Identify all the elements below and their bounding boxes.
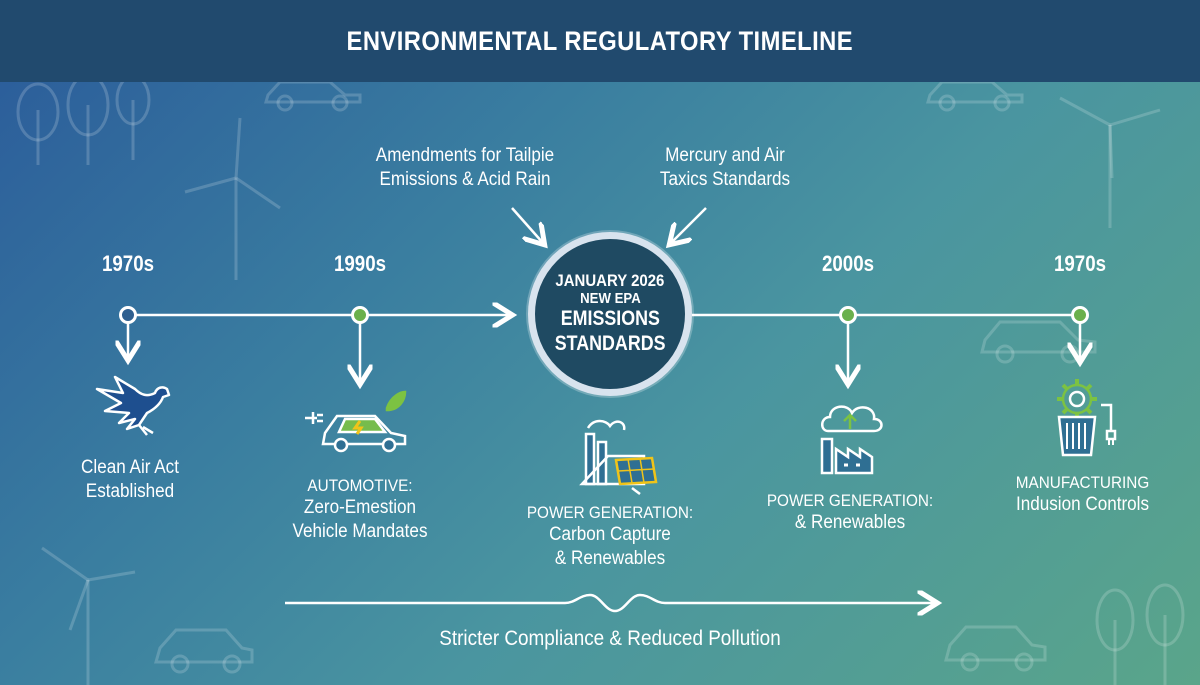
timeline-node — [351, 306, 369, 324]
wind-turbine-icon — [1059, 96, 1161, 228]
timeline-node — [839, 306, 857, 324]
center-subtitle: NEW EPA — [579, 289, 641, 307]
milestone-label-line: & Renewables — [794, 512, 906, 534]
bottom-caption: Stricter Compliance & Reduced Pollution — [439, 627, 781, 650]
factory-solar-icon — [579, 419, 658, 495]
milestone-year: 1970s — [101, 251, 155, 276]
annotation-right: Mercury and Air Taxics Standards — [626, 144, 824, 192]
milestone-label-line: POWER GENERATION: — [526, 503, 694, 522]
eagle-icon — [95, 375, 171, 436]
annotation-arrow-left — [511, 207, 543, 243]
center-date: JANUARY 2026 — [555, 271, 665, 291]
milestone-label-line: Vehicle Mandates — [292, 521, 428, 542]
annotation-left: Amendments for Tailpie Emissions & Acid … — [357, 144, 573, 192]
timeline-node — [1071, 306, 1089, 324]
tree-icon — [16, 73, 151, 165]
tree-icon — [1095, 583, 1185, 685]
milestone-label: AUTOMOTIVE: Zero-Emestion Vehicle Mandat… — [275, 475, 446, 544]
timeline-node — [119, 306, 137, 324]
annotation-left-line2: Emissions & Acid Rain — [379, 168, 551, 190]
header-bar: ENVIRONMENTAL REGULATORY TIMELINE — [0, 0, 1200, 82]
milestone-label-line: MANUFACTURING — [1015, 473, 1150, 492]
center-line1: EMISSIONS — [560, 307, 660, 331]
milestone-year: 1970s — [1053, 251, 1107, 276]
car-outline-icon — [926, 80, 1024, 112]
annotation-right-line2: Taxics Standards — [659, 168, 791, 190]
milestone-label-line: Zero-Emestion — [303, 497, 417, 519]
milestone-label-line: POWER GENERATION: — [766, 491, 934, 510]
milestone-label-line: AUTOMOTIVE: — [307, 476, 413, 495]
cloud-factory-icon — [820, 405, 883, 475]
milestone-label-line: Clean Air Act — [81, 457, 179, 478]
milestone-label-line: Carbon Capture — [549, 524, 671, 546]
page-title: ENVIRONMENTAL REGULATORY TIMELINE — [346, 25, 854, 56]
center-milestone-circle: JANUARY 2026 NEW EPA EMISSIONS STANDARDS — [528, 232, 692, 396]
car-outline-icon — [980, 320, 1097, 364]
milestone-year: 1990s — [333, 251, 387, 276]
annotation-right-line1: Mercury and Air — [665, 145, 785, 166]
car-outline-icon — [264, 80, 362, 112]
wind-turbine-icon — [41, 546, 136, 685]
milestone-label-line: Indusion Controls — [1015, 494, 1150, 516]
electric-car-icon — [305, 390, 407, 453]
center-line2: STANDARDS — [554, 331, 666, 355]
milestone-label: MANUFACTURING Indusion Controls — [995, 472, 1171, 517]
milestone-label: POWER GENERATION: & Renewables — [756, 490, 945, 535]
milestone-label: POWER GENERATION: Carbon Capture & Renew… — [516, 502, 705, 571]
car-outline-icon — [944, 625, 1047, 672]
milestone-label: Clean Air Act Established — [49, 456, 211, 504]
gear-filter-icon — [1057, 379, 1117, 457]
milestone-year: 2000s — [821, 251, 875, 276]
milestone-label-line: & Renewables — [554, 548, 666, 569]
milestone-label-line: Established — [85, 480, 175, 502]
annotation-left-line1: Amendments for Tailpie — [375, 145, 555, 166]
annotation-arrow-right — [671, 207, 707, 243]
progress-arrow — [285, 595, 935, 611]
car-outline-icon — [154, 628, 254, 674]
wind-turbine-icon — [184, 117, 281, 280]
